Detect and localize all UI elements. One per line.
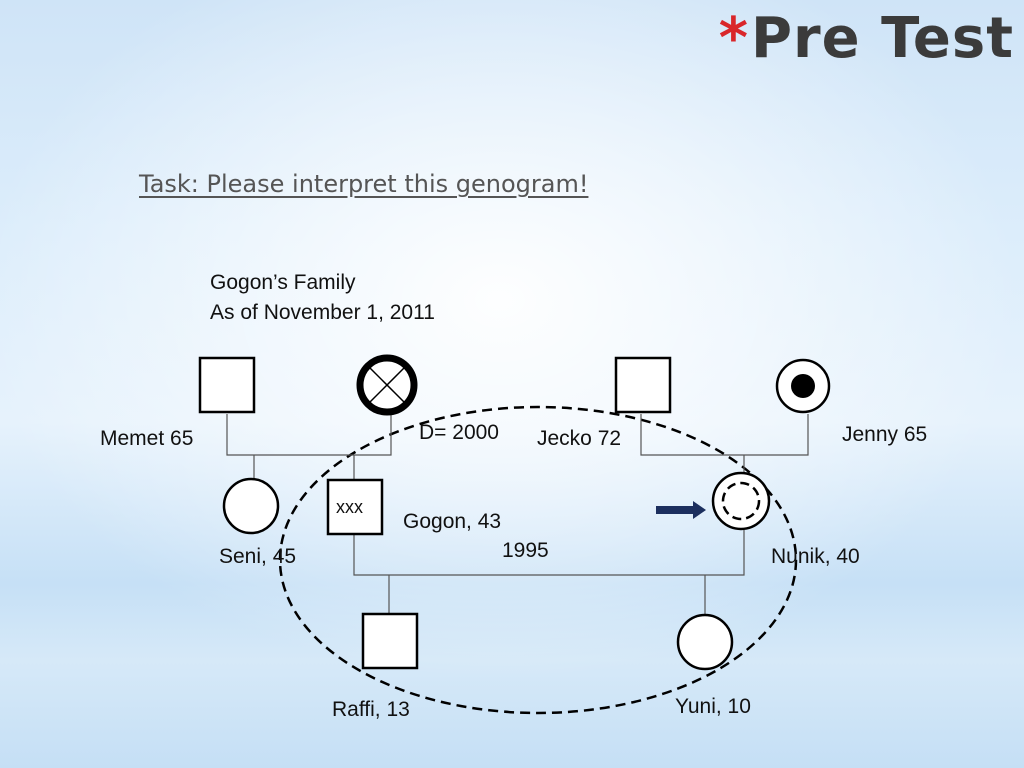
slide-title: *Pre Test bbox=[719, 6, 1014, 71]
marriage-line-memet bbox=[226, 414, 392, 456]
gogon-box-text: xxx bbox=[336, 497, 363, 517]
yuni-circle bbox=[676, 613, 734, 671]
label-jecko: Jecko 72 bbox=[537, 427, 622, 450]
label-jenny: Jenny 65 bbox=[842, 423, 928, 446]
label-gogon: Gogon, 43 bbox=[403, 510, 502, 533]
label-memet: Memet 65 bbox=[100, 427, 194, 450]
marriage-line-gogon-nunik bbox=[353, 530, 745, 576]
genogram-header-date: As of November 1, 2011 bbox=[210, 301, 435, 324]
household-boundary-dashed bbox=[278, 405, 798, 715]
label-seni: Seni, 45 bbox=[219, 545, 297, 568]
label-marriage-year: 1995 bbox=[502, 539, 549, 562]
marriage-line-jecko bbox=[640, 414, 809, 456]
title-asterisk: * bbox=[718, 6, 750, 71]
jecko-square bbox=[614, 356, 672, 414]
genogram-header-family: Gogon’s Family bbox=[210, 271, 356, 294]
gogon-square bbox=[326, 478, 384, 536]
memet-square bbox=[198, 356, 256, 414]
title-text: Pre Test bbox=[751, 6, 1014, 71]
deceased-cross-2 bbox=[368, 366, 406, 404]
nunik-circle bbox=[711, 471, 771, 531]
label-death-note: D= 2000 bbox=[419, 421, 499, 444]
index-person-arrow bbox=[656, 501, 706, 519]
jenny-dot bbox=[791, 374, 815, 398]
label-nunik: Nunik, 40 bbox=[771, 545, 860, 568]
nunik-inner-dashed-circle bbox=[721, 481, 761, 521]
raffi-square bbox=[361, 612, 419, 670]
task-instruction: Task: Please interpret this genogram! bbox=[139, 170, 589, 198]
seni-circle bbox=[222, 477, 280, 535]
label-yuni: Yuni, 10 bbox=[675, 695, 751, 718]
label-raffi: Raffi, 13 bbox=[332, 698, 410, 721]
